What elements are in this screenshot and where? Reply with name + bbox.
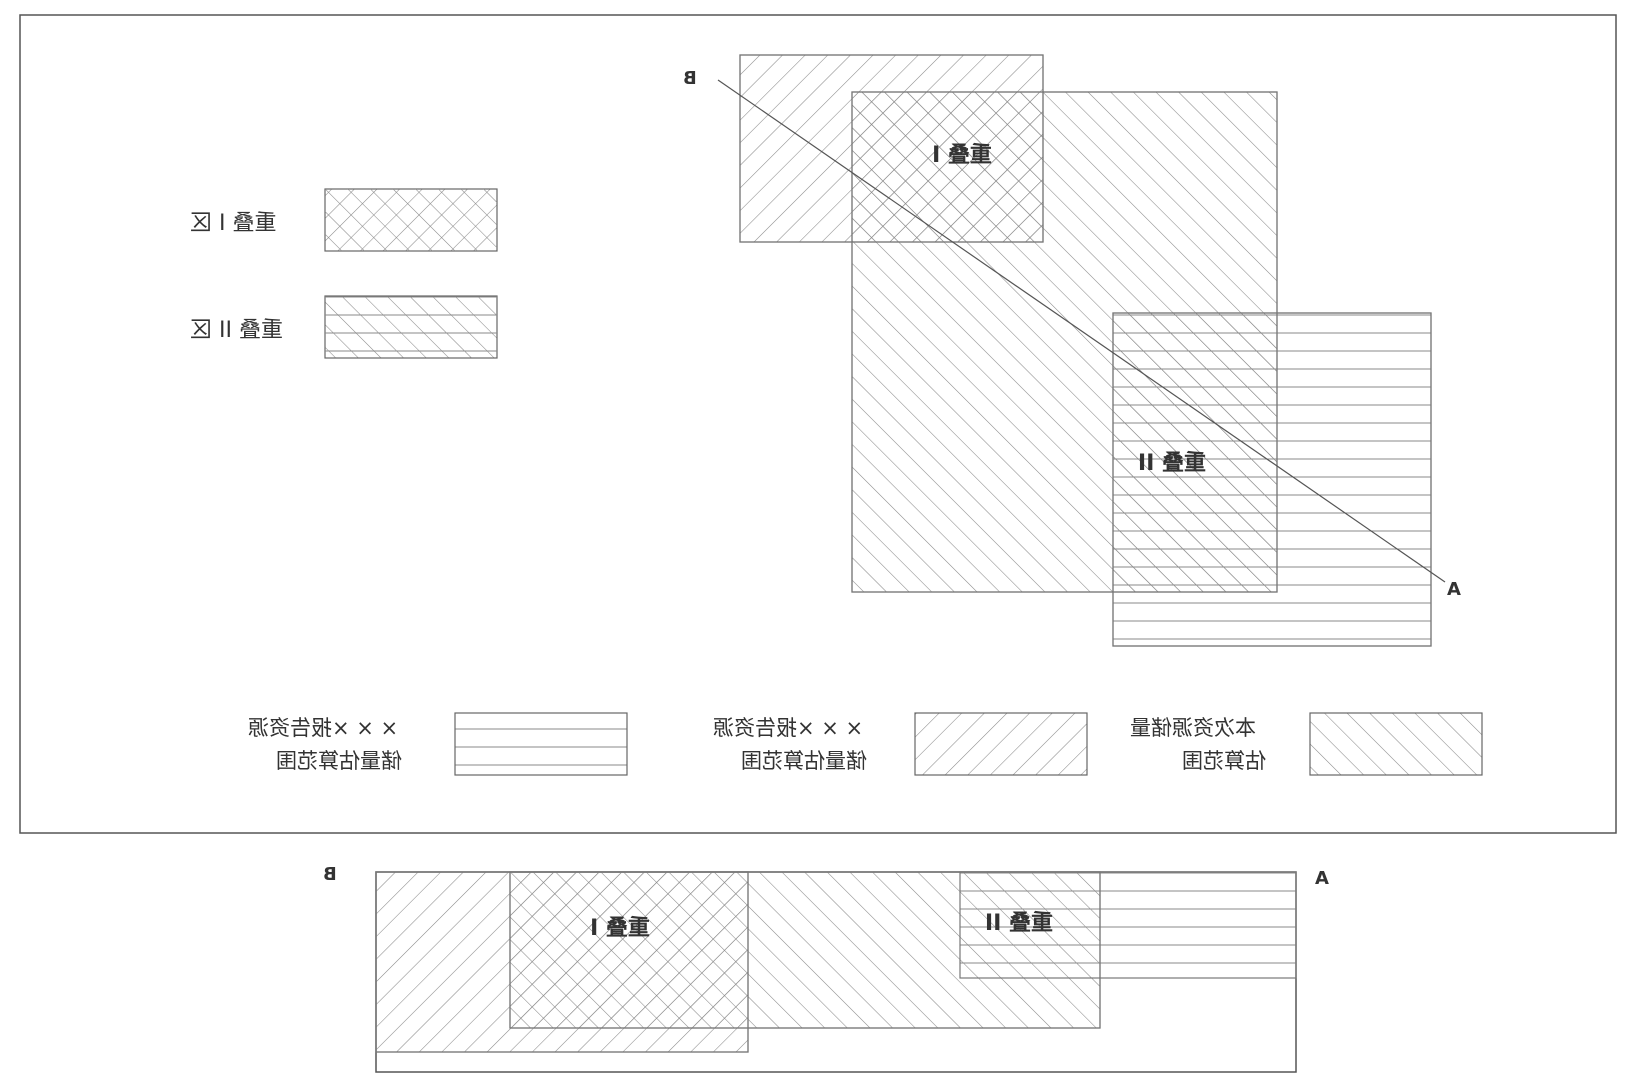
section-line-ba — [717, 79, 1446, 583]
section-report-b — [959, 871, 1297, 979]
legend-report-b-swatch — [454, 712, 628, 776]
legend-report-b-line1: × × ×报告资源 — [248, 716, 398, 740]
plan-point-b: B — [683, 68, 697, 89]
legend-report-a-line1: × × ×报告资源 — [713, 716, 863, 740]
section-point-b: B — [323, 864, 337, 885]
section-point-a: A — [1315, 868, 1329, 889]
legend-overlap1-label: 重叠 I 区 — [190, 211, 276, 236]
legend-overlap1: 重叠 I 区 — [190, 188, 498, 252]
legend-report-a-line2: 储量估算范围 — [741, 749, 867, 773]
legend-report-b-line2: 储量估算范围 — [276, 749, 402, 773]
legend-overlap2-label: 重叠 II 区 — [190, 318, 283, 343]
legend-current-line1: 本次资源储量 — [1130, 716, 1256, 740]
plan-frame — [19, 14, 1617, 834]
plan-point-a: A — [1447, 579, 1461, 600]
section-overlap1-label: 重叠 I — [590, 916, 650, 941]
legend-report-a-swatch — [914, 712, 1088, 776]
legend-current-line2: 估算范围 — [1182, 749, 1266, 773]
section-overlap2-label: 重叠 II — [985, 911, 1053, 936]
legend-report-a: × × ×报告资源 储量估算范围 — [713, 712, 1088, 776]
legend-overlap2: 重叠 II 区 — [190, 295, 498, 359]
plan-overlap2-region — [1113, 313, 1277, 592]
legend-report-b: × × ×报告资源 储量估算范围 — [248, 712, 628, 776]
legend-current: 本次资源储量 估算范围 — [1130, 712, 1483, 776]
legend-current-swatch — [1309, 712, 1483, 776]
plan-overlap2-label: 重叠 II — [1138, 451, 1206, 476]
plan-overlap1-label: 重叠 I — [932, 143, 992, 168]
section-overlap1 — [510, 872, 748, 1028]
